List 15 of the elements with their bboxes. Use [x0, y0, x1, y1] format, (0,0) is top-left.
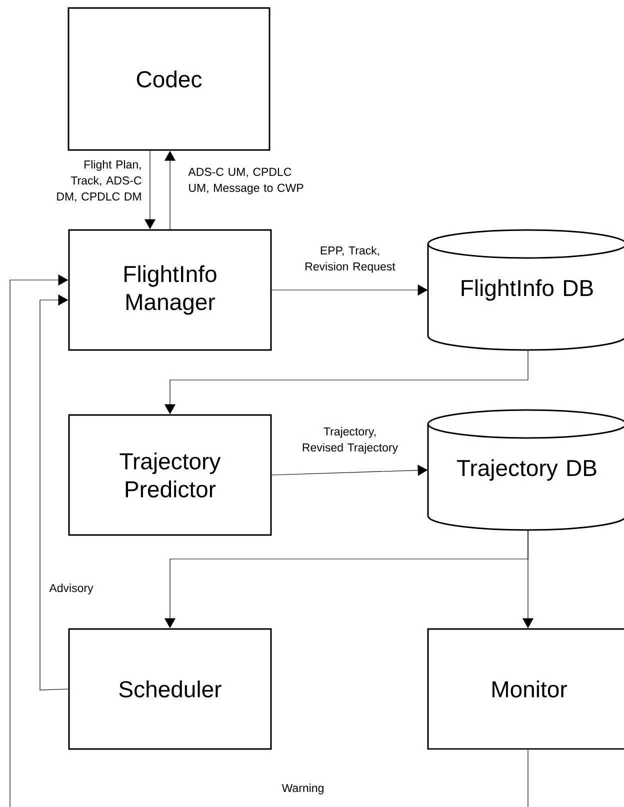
arrow — [10, 274, 528, 807]
edge-label: Warning — [282, 784, 324, 794]
edge-label: Trajectory, Revised Trajectory — [302, 427, 398, 454]
process-box: Scheduler — [68, 628, 272, 750]
process-box: Codec — [68, 7, 270, 151]
process-box: Trajectory Predictor — [68, 414, 272, 536]
process-box: FlightInfo Manager — [68, 229, 272, 351]
database-cylinder: FlightInfo DB — [427, 229, 624, 351]
edge-label: Advisory — [49, 584, 94, 594]
edge-label: EPP, Track, Revision Request — [306, 246, 396, 273]
edge-label: ADS-C UM, CPDLC UM, Message to CWP — [188, 168, 304, 194]
arrow — [40, 294, 69, 690]
process-box: Monitor — [427, 628, 624, 750]
edge-label: Flight Plan, Track, ADS-C DM, CPDLC DM — [57, 160, 142, 202]
database-cylinder: Trajectory DB — [427, 409, 624, 531]
